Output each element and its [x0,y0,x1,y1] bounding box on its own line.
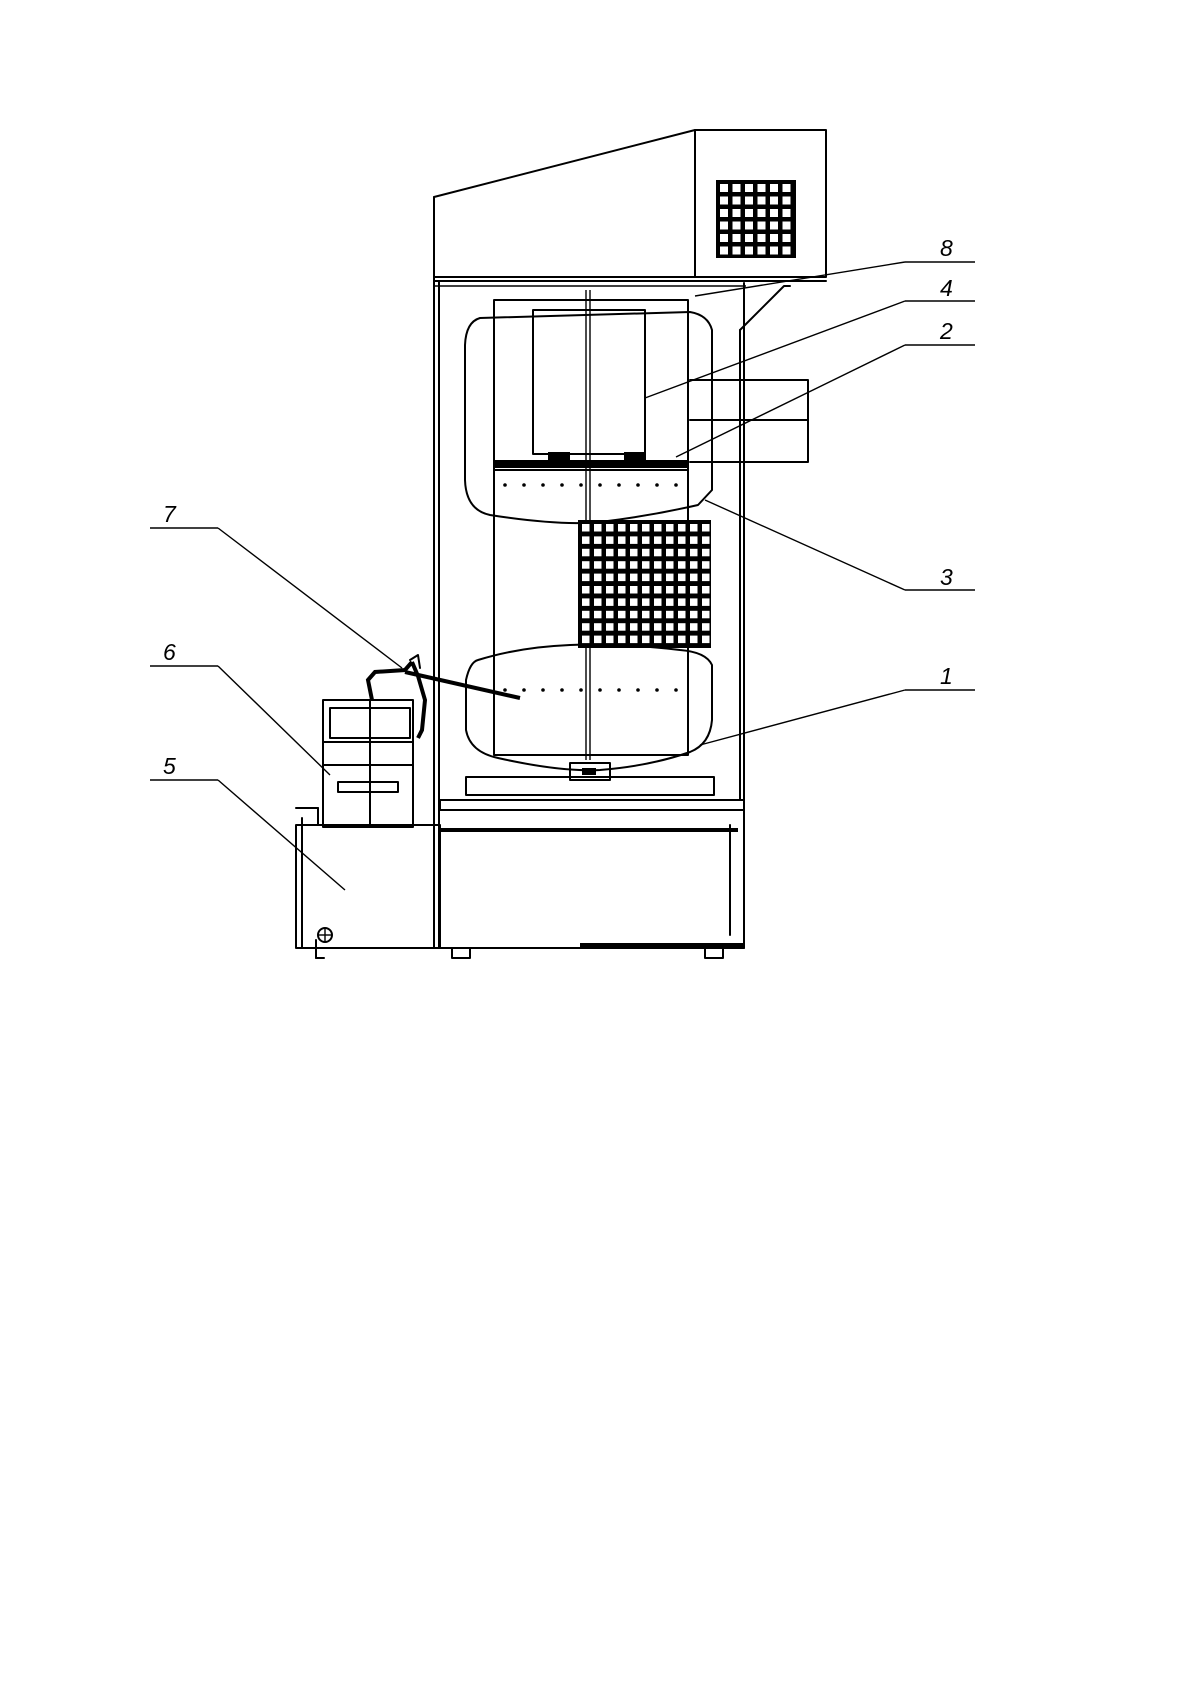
callout-8: 8 [940,235,953,261]
fuel-tank [296,808,440,958]
fuel-line-nozzle [368,655,520,738]
hood-vent-grille [716,180,796,258]
base-platform [312,800,744,958]
callout-6: 6 [163,639,176,665]
callout-7: 7 [163,501,177,527]
callout-2: 2 [939,318,953,344]
combustion-chamber [465,290,714,795]
callout-3: 3 [940,564,953,590]
callout-1: 1 [940,663,953,689]
callout-5: 5 [163,753,176,779]
pump-box [323,700,413,827]
callout-4: 4 [940,275,953,301]
